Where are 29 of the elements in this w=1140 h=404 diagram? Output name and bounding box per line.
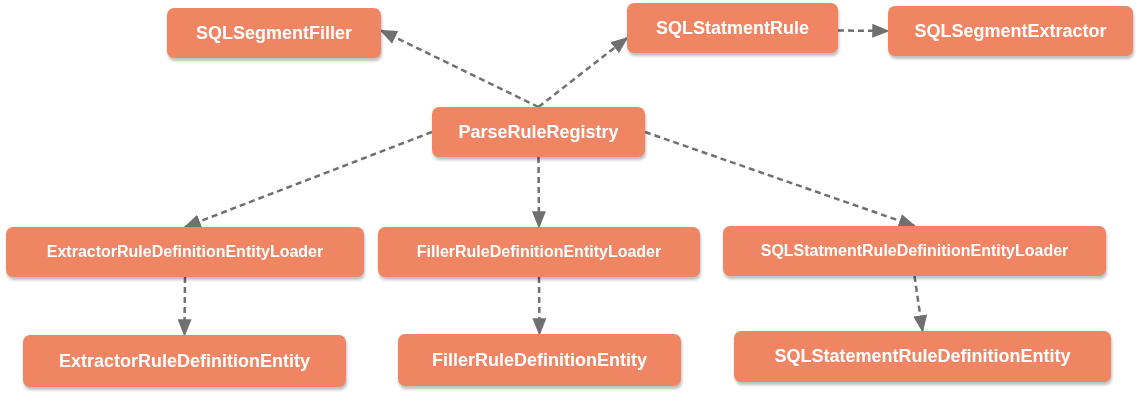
arrow [531,157,546,229]
class-name: SQLStatmentRule [656,17,809,39]
class-box [432,107,645,157]
class-box [23,335,346,387]
class-box [723,226,1106,276]
class-box [734,331,1111,382]
class-box [627,3,838,53]
class-name: SQLStatementRuleDefinitionEntity [774,346,1071,367]
class-name: FillerRuleDefinitionEntityLoader [416,243,662,261]
class-box [398,334,681,386]
arrow [838,23,890,38]
class-name: ExtractorRuleDefinitionEntity [59,350,310,372]
class-box [378,227,700,277]
class-box [888,6,1133,56]
arrow [537,36,629,108]
class-name: ParseRuleRegistry [458,121,619,143]
arrow [644,130,917,228]
arrow [532,277,547,336]
arrow [177,277,192,337]
class-name: ExtractorRuleDefinitionEntityLoader [46,243,324,261]
class-name: FillerRuleDefinitionEntity [432,349,647,371]
arrow [183,130,433,229]
arrow [379,29,540,109]
class-name: SQLSegmentExtractor [914,20,1107,42]
class-name: SQLSegmentFiller [195,22,352,44]
class-name: SQLStatmentRuleDefinitionEntityLoader [760,242,1069,260]
arrow [913,275,928,333]
class-box [6,227,364,277]
class-box [167,8,381,58]
